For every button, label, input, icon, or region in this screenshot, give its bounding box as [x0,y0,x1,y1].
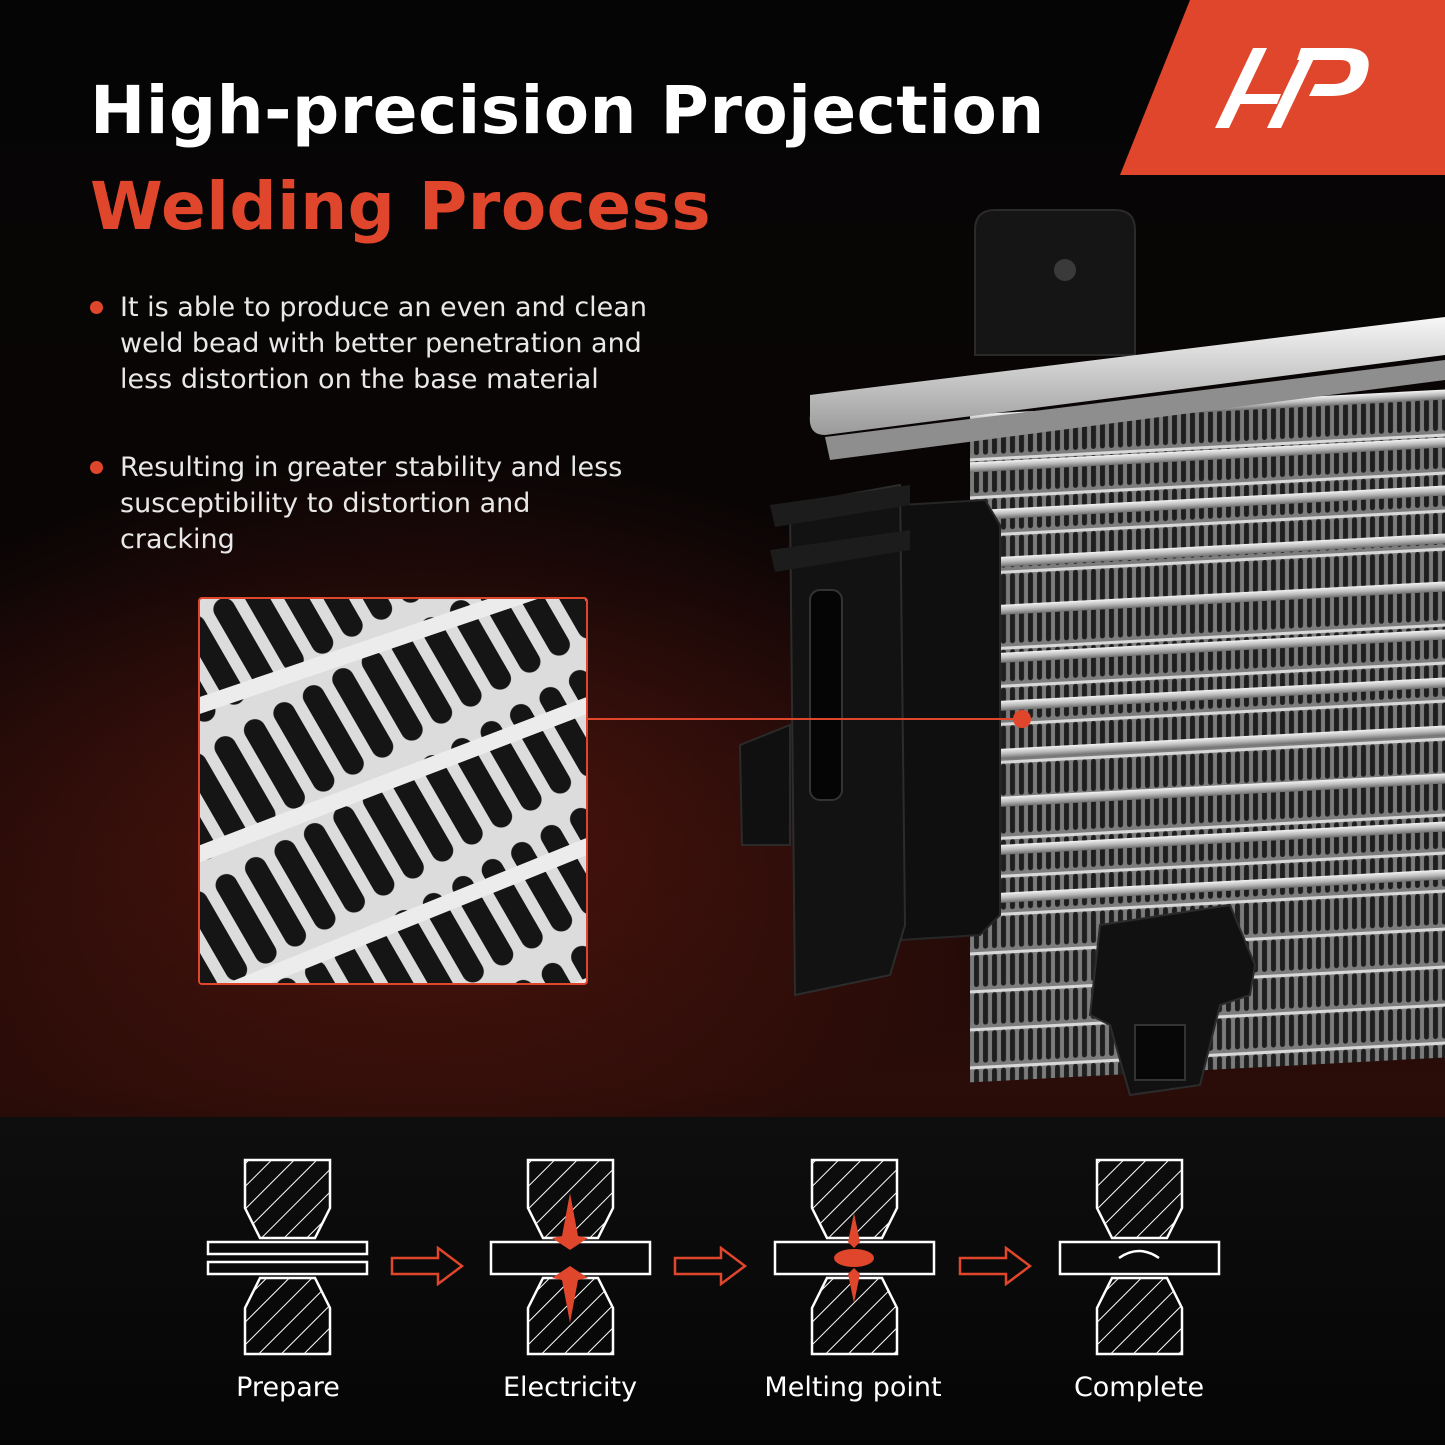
arrow-right-icon [673,1246,747,1286]
feature-bullet-text: Resulting in greater stability and less … [120,452,623,555]
feature-bullet: It is able to produce an even and clean … [90,290,650,398]
bullet-dot-icon [90,461,103,474]
prepare-icon [206,1158,369,1356]
step-label-electricity: Electricity [502,1372,638,1403]
bullet-dot-icon [90,301,103,314]
feature-bullet-text: It is able to produce an even and clean … [120,292,647,395]
electricity-icon [489,1158,652,1356]
step-label-prepare: Prepare [236,1372,340,1403]
page-title-line1: High-precision Projection [90,72,1045,149]
weld-detail-zoom [198,597,588,985]
brand-logo-icon [1215,48,1369,128]
step-label-melting-point: Melting point [764,1372,942,1403]
callout-leader-line [588,718,1020,720]
feature-bullet: Resulting in greater stability and less … [90,450,650,558]
process-steps-panel [0,1117,1445,1445]
arrow-right-icon [958,1246,1032,1286]
melting-point-icon [773,1158,936,1356]
transmission-cooler-image [738,209,1445,1097]
fin-closeup-image [200,599,586,983]
callout-dot-icon [1013,710,1031,728]
brand-logo-tab [1120,0,1445,175]
step-label-complete: Complete [1073,1372,1205,1403]
complete-icon [1058,1158,1221,1356]
page-title-line2: Welding Process [90,168,712,245]
arrow-right-icon [390,1246,464,1286]
